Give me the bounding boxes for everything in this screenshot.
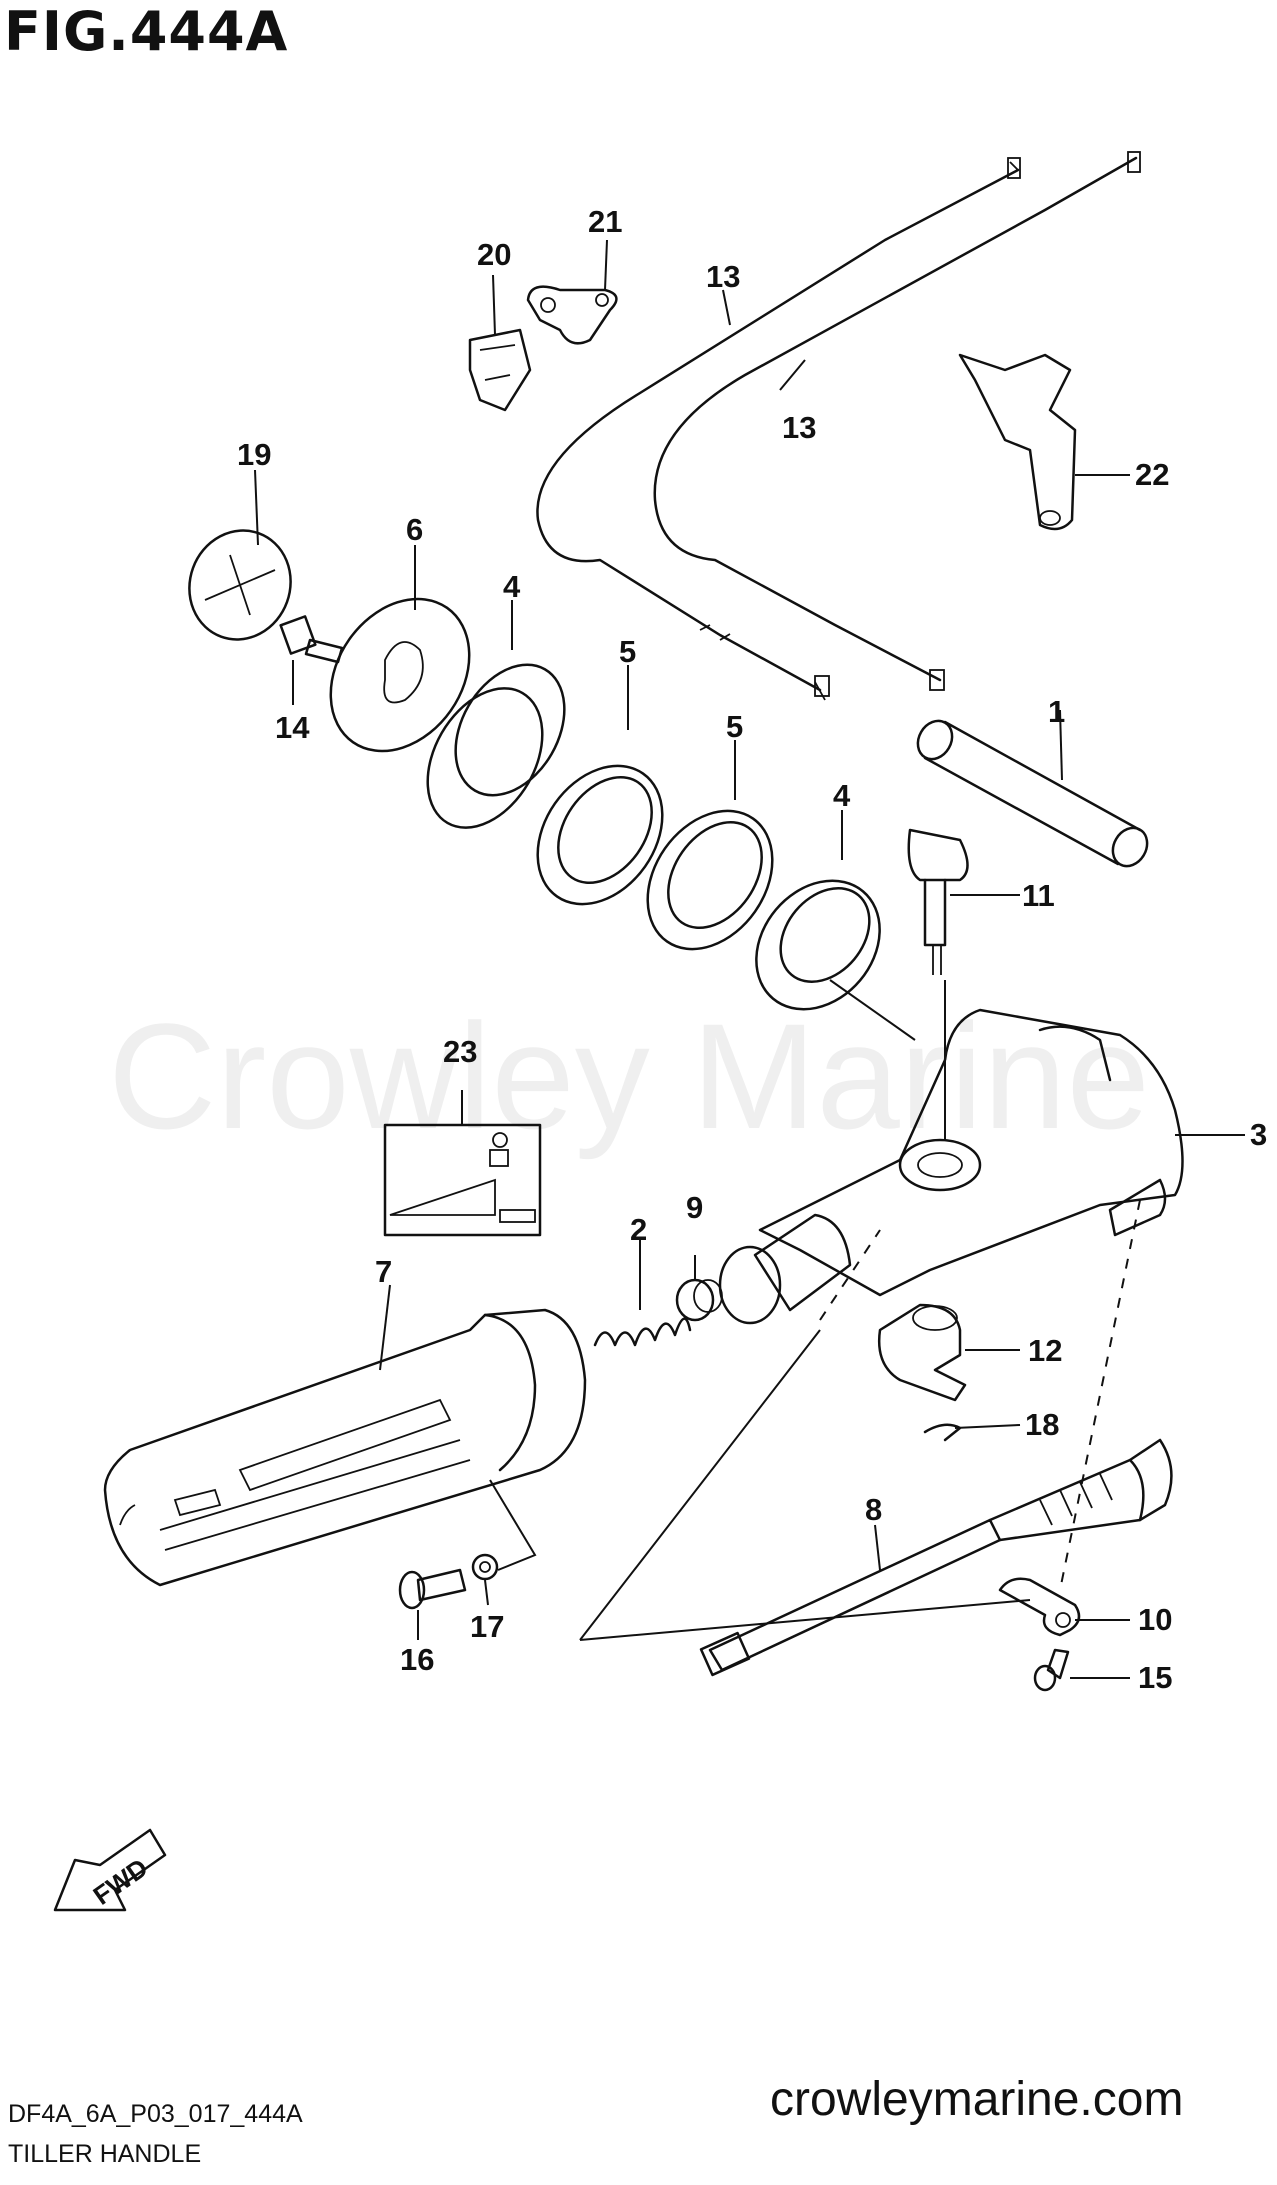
friction-knob-11[interactable]	[907, 828, 969, 975]
washer-5a[interactable]	[512, 742, 688, 928]
figure-caption: TILLER HANDLE	[8, 2140, 202, 2168]
website-url: crowleymarine.com	[770, 2073, 1184, 2126]
tube-1[interactable]	[911, 715, 1154, 873]
callout-20: 20	[477, 237, 511, 272]
grip-7[interactable]	[103, 1308, 587, 1587]
callout-17: 17	[470, 1609, 504, 1644]
watermark-text: Crowley Marine	[108, 992, 1150, 1160]
washer-5b[interactable]	[622, 787, 798, 973]
bolt-14[interactable]	[279, 615, 344, 664]
spring-2[interactable]	[593, 1317, 692, 1347]
callout-3: 3	[1250, 1117, 1267, 1152]
collar-9[interactable]	[675, 1278, 723, 1322]
callout-23: 23	[443, 1034, 477, 1069]
callout-12: 12	[1028, 1333, 1062, 1368]
tiller-handle-body-3[interactable]	[758, 1008, 1184, 1297]
callout-9: 9	[686, 1190, 703, 1225]
callout-4b: 4	[833, 778, 851, 813]
clamp-21[interactable]	[526, 285, 618, 345]
bushing-4b[interactable]	[731, 856, 905, 1034]
callout-13a: 13	[706, 259, 740, 294]
callout-10: 10	[1138, 1602, 1172, 1637]
drawing-code: DF4A_6A_P03_017_444A	[8, 2100, 303, 2128]
callout-19: 19	[237, 437, 271, 472]
callout-22: 22	[1135, 457, 1169, 492]
clip-18[interactable]	[923, 1423, 962, 1442]
callout-1: 1	[1048, 694, 1065, 729]
bracket-22[interactable]	[958, 353, 1077, 531]
throttle-cable-13b[interactable]	[653, 151, 1141, 691]
screw-16[interactable]	[398, 1568, 467, 1610]
callout-14: 14	[275, 710, 310, 745]
callout-21: 21	[588, 204, 622, 239]
figure-title: FIG.444A	[4, 0, 289, 63]
stopper-12[interactable]	[877, 1303, 967, 1402]
callout-16: 16	[400, 1642, 434, 1677]
callout-5a: 5	[619, 634, 636, 669]
callout-11: 11	[1022, 878, 1055, 913]
decal-23[interactable]	[383, 1123, 542, 1237]
callout-6: 6	[406, 512, 423, 547]
callout-13b: 13	[782, 410, 816, 445]
callout-4a: 4	[503, 569, 521, 604]
clip-20[interactable]	[468, 328, 532, 412]
fwd-arrow-icon: FWD	[53, 1828, 167, 1912]
throttle-shaft-8[interactable]	[699, 1438, 1173, 1677]
leader-lines	[254, 239, 1245, 1679]
plug-19[interactable]	[174, 516, 306, 654]
throttle-cable-13a[interactable]	[536, 157, 1021, 701]
bushing-4a[interactable]	[404, 645, 586, 848]
lock-washer-17[interactable]	[471, 1553, 499, 1581]
plate-6[interactable]	[302, 572, 498, 777]
throttle-shaft-end[interactable]	[718, 1213, 852, 1325]
callout-5b: 5	[726, 709, 743, 744]
plate-10[interactable]	[998, 1577, 1081, 1637]
callout-2: 2	[630, 1212, 647, 1247]
callout-7: 7	[375, 1254, 392, 1289]
callout-18: 18	[1025, 1407, 1059, 1442]
screw-15[interactable]	[1033, 1648, 1070, 1692]
callout-15: 15	[1138, 1660, 1172, 1695]
callout-8: 8	[865, 1492, 882, 1527]
